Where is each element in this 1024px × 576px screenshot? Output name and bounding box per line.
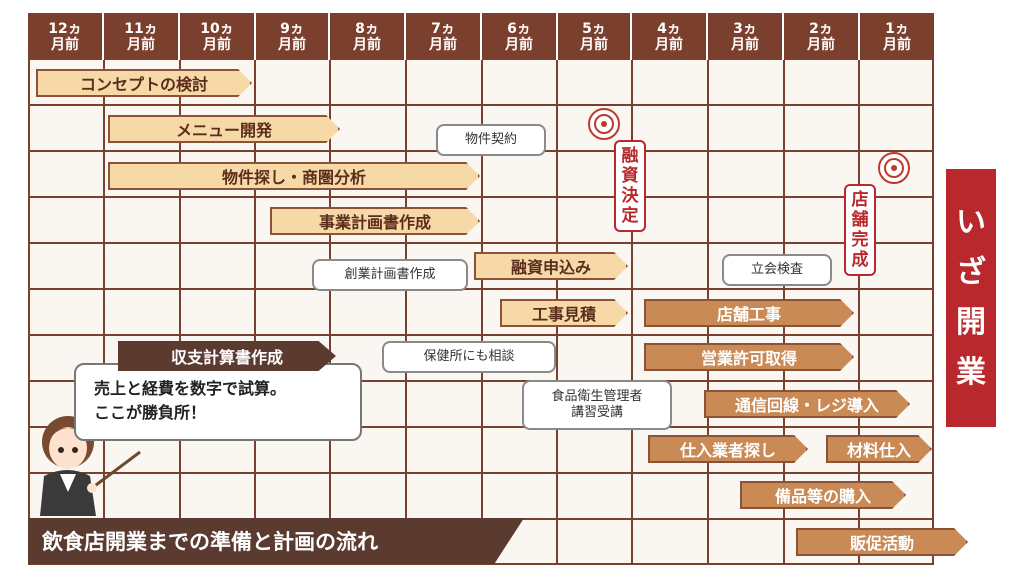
task-bar-financing-apply: 融資申込み	[474, 252, 628, 280]
task-bar-store-construction: 店舗工事	[644, 299, 854, 327]
flower-icon	[878, 152, 910, 184]
grid-line	[858, 60, 860, 565]
bubble-property-contract: 物件契約	[436, 124, 546, 156]
flower-icon	[588, 108, 620, 140]
task-bar-telecom-register: 通信回線・レジ導入	[704, 390, 910, 418]
month-header: 4ヵ 月前	[632, 13, 706, 60]
task-bar-concept: コンセプトの検討	[36, 69, 252, 97]
grid-line	[481, 60, 483, 565]
grid-line	[405, 60, 407, 565]
grid-line	[179, 60, 181, 565]
task-bar-equipment-purchase: 備品等の購入	[740, 481, 906, 509]
flag-store-completed: 店 舗 完 成	[844, 184, 876, 276]
grid-line	[28, 196, 934, 198]
month-header: 6ヵ 月前	[482, 13, 556, 60]
task-bar-supplier-search: 仕入業者探し	[648, 435, 808, 463]
bubble-startup-plan: 創業計画書作成	[312, 259, 468, 291]
grid-line	[103, 60, 105, 565]
month-header: 8ヵ 月前	[330, 13, 404, 60]
month-header: 7ヵ 月前	[406, 13, 480, 60]
note-tag: 収支計算書作成	[118, 341, 336, 371]
grid-line	[631, 60, 633, 565]
month-header: 5ヵ 月前	[558, 13, 630, 60]
grid-line	[932, 60, 934, 565]
grid-line	[329, 60, 331, 565]
month-header: 1ヵ 月前	[860, 13, 934, 60]
grid-line	[28, 242, 934, 244]
grid-line	[254, 60, 256, 565]
task-bar-property-search: 物件探し・商圏分析	[108, 162, 480, 190]
month-header: 2ヵ 月前	[784, 13, 858, 60]
month-header: 10ヵ 月前	[180, 13, 254, 60]
bubble-inspection: 立会検査	[722, 254, 832, 286]
goal-banner: い ざ 開 業	[946, 169, 996, 427]
bubble-health-center: 保健所にも相談	[382, 341, 556, 373]
grid-line	[28, 60, 30, 565]
grid-line	[28, 472, 934, 474]
month-header: 3ヵ 月前	[708, 13, 782, 60]
grid-line	[28, 334, 934, 336]
grid-line	[28, 288, 934, 290]
note-box: 売上と経費を数字で試算。 ここが勝負所！	[74, 363, 362, 441]
month-header: 9ヵ 月前	[256, 13, 328, 60]
month-header: 11ヵ 月前	[104, 13, 178, 60]
grid-line	[28, 104, 934, 106]
task-bar-sales-promotion: 販促活動	[796, 528, 968, 556]
task-bar-construction-estimate: 工事見積	[500, 299, 628, 327]
footer-title: 飲食店開業までの準備と計画の流れ	[28, 518, 524, 564]
task-bar-business-plan: 事業計画書作成	[270, 207, 480, 235]
grid-line	[28, 426, 934, 428]
month-header: 12ヵ 月前	[28, 13, 102, 60]
flag-financing-decided: 融 資 決 定	[614, 140, 646, 232]
bubble-food-hygiene: 食品衛生管理者 講習受講	[522, 380, 672, 430]
task-bar-business-permit: 営業許可取得	[644, 343, 854, 371]
grid-line	[28, 380, 934, 382]
grid-line	[28, 563, 934, 565]
task-bar-ingredient-purchase: 材料仕入	[826, 435, 932, 463]
task-bar-menu: メニュー開発	[108, 115, 340, 143]
